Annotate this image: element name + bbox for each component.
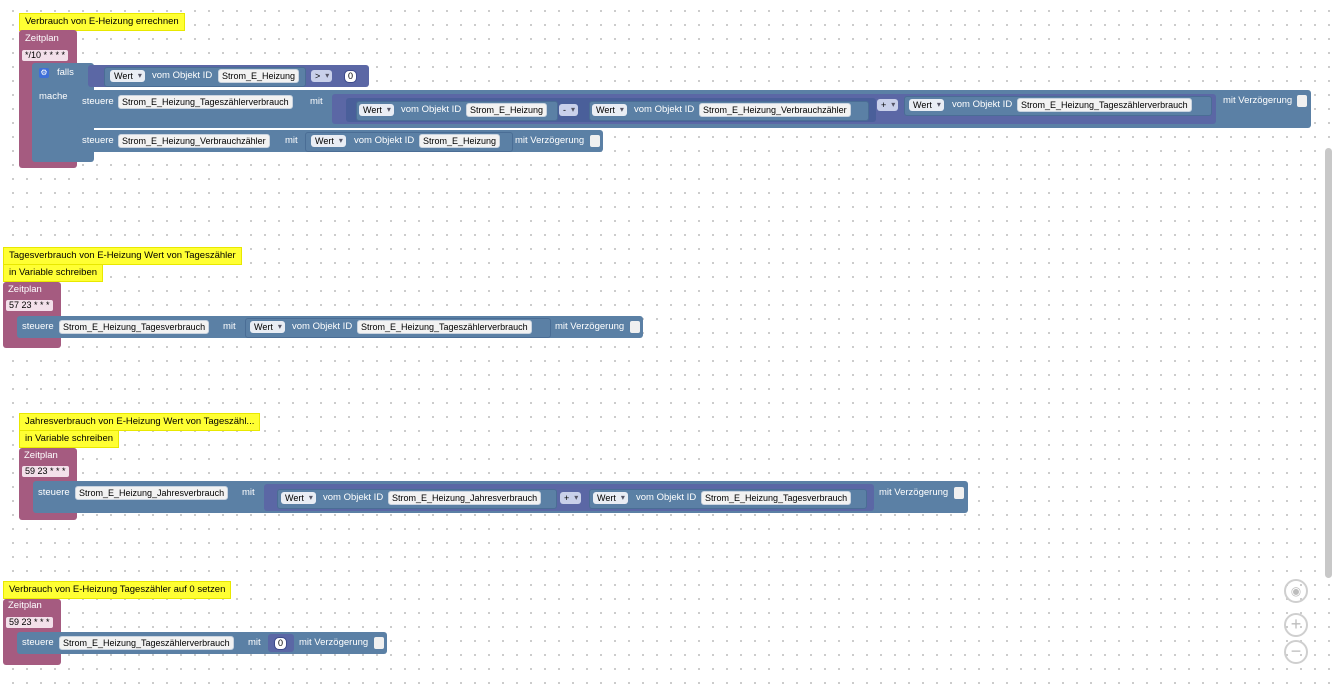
set-label: steuere [82, 135, 114, 146]
object-id-field[interactable]: Strom_E_Heizung_Verbrauchzähler [699, 103, 851, 117]
value-dropdown[interactable]: Wert [110, 70, 145, 82]
object-id-field[interactable]: Strom_E_Heizung_Tagesverbrauch [701, 491, 852, 505]
do-label: mache [39, 91, 68, 102]
operator-dropdown[interactable]: + [877, 99, 899, 111]
comment-block-4[interactable]: Verbrauch von E-Heizung Tageszähler auf … [4, 582, 231, 598]
object-id-label: vom Objekt ID [952, 99, 1013, 110]
delay-label: mit Verzögerung [879, 487, 949, 498]
zoom-in-icon[interactable]: + [1284, 613, 1308, 637]
value-dropdown[interactable]: Wert [359, 104, 394, 116]
cron-field[interactable]: */10 * * * * [22, 50, 69, 61]
delay-label: mit Verzögerung [555, 321, 625, 332]
vertical-scrollbar[interactable] [1325, 148, 1332, 578]
object-id-label: vom Objekt ID [636, 492, 697, 503]
zoom-out-icon[interactable]: − [1284, 640, 1308, 664]
delay-checkbox[interactable] [1297, 95, 1307, 107]
value-dropdown[interactable]: Wert [909, 99, 944, 111]
value-dropdown[interactable]: Wert [250, 321, 285, 333]
set-label: steuere [22, 321, 54, 332]
target-object-field[interactable]: Strom_E_Heizung_Jahresverbrauch [75, 486, 229, 500]
object-id-label: vom Objekt ID [152, 70, 213, 81]
schedule-label: Zeitplan [8, 284, 42, 295]
object-id-label: vom Objekt ID [401, 104, 462, 115]
object-id-label: vom Objekt ID [292, 321, 353, 332]
object-id-label: vom Objekt ID [354, 135, 415, 146]
target-object-field[interactable]: Strom_E_Heizung_Tageszählerverbrauch [118, 95, 293, 109]
object-id-field[interactable]: Strom_E_Heizung_Tageszählerverbrauch [1017, 98, 1192, 112]
number-field[interactable]: 0 [344, 70, 358, 83]
operator-dropdown[interactable]: > [311, 70, 333, 82]
object-id-field[interactable]: Strom_E_Heizung_Jahresverbrauch [388, 491, 542, 505]
cron-field[interactable]: 59 23 * * * [6, 617, 53, 628]
value-dropdown[interactable]: Wert [311, 135, 346, 147]
set-label: steuere [22, 637, 54, 648]
delay-label: mit Verzögerung [1223, 95, 1293, 106]
target-object-field[interactable]: Strom_E_Heizung_Tageszählerverbrauch [59, 636, 234, 650]
gear-icon[interactable]: ⚙ [39, 68, 49, 78]
number-field[interactable]: 0 [274, 637, 288, 650]
with-label: mit [310, 96, 323, 107]
target-object-field[interactable]: Strom_E_Heizung_Tagesverbrauch [59, 320, 210, 334]
value-dropdown[interactable]: Wert [592, 104, 627, 116]
object-id-field[interactable]: Strom_E_Heizung [466, 103, 548, 117]
with-label: mit [248, 637, 261, 648]
operator-dropdown[interactable]: + [560, 492, 582, 504]
operator-dropdown[interactable]: - [559, 104, 578, 116]
set-label: steuere [82, 96, 114, 107]
comment-block-2[interactable]: Tagesverbrauch von E-Heizung Wert von Ta… [4, 248, 241, 264]
object-id-field[interactable]: Strom_E_Heizung_Tageszählerverbrauch [357, 320, 532, 334]
recenter-icon[interactable]: ◉ [1284, 579, 1308, 603]
with-label: mit [285, 135, 298, 146]
comment-block-3-line2[interactable]: in Variable schreiben [20, 431, 119, 447]
delay-checkbox[interactable] [374, 637, 384, 649]
object-id-field[interactable]: Strom_E_Heizung [218, 69, 300, 83]
set-label: steuere [38, 487, 70, 498]
cron-field[interactable]: 57 23 * * * [6, 300, 53, 311]
with-label: mit [223, 321, 236, 332]
object-id-field[interactable]: Strom_E_Heizung [419, 134, 501, 148]
delay-label: mit Verzögerung [299, 637, 369, 648]
value-dropdown[interactable]: Wert [593, 492, 628, 504]
comment-block-2-line2[interactable]: in Variable schreiben [4, 265, 103, 281]
comment-block-3[interactable]: Jahresverbrauch von E-Heizung Wert von T… [20, 414, 260, 430]
comment-block-1[interactable]: Verbrauch von E-Heizung errechnen [20, 14, 184, 30]
if-label: falls [57, 67, 74, 78]
with-label: mit [242, 487, 255, 498]
delay-checkbox[interactable] [954, 487, 964, 499]
value-dropdown[interactable]: Wert [281, 492, 316, 504]
cron-field[interactable]: 59 23 * * * [22, 466, 69, 477]
object-id-label: vom Objekt ID [634, 104, 695, 115]
delay-checkbox[interactable] [630, 321, 640, 333]
schedule-label: Zeitplan [8, 600, 42, 611]
delay-label: mit Verzögerung [515, 135, 585, 146]
schedule-label: Zeitplan [24, 450, 58, 461]
target-object-field[interactable]: Strom_E_Heizung_Verbrauchzähler [118, 134, 270, 148]
delay-checkbox[interactable] [590, 135, 600, 147]
object-id-label: vom Objekt ID [323, 492, 384, 503]
schedule-label: Zeitplan [25, 33, 59, 44]
